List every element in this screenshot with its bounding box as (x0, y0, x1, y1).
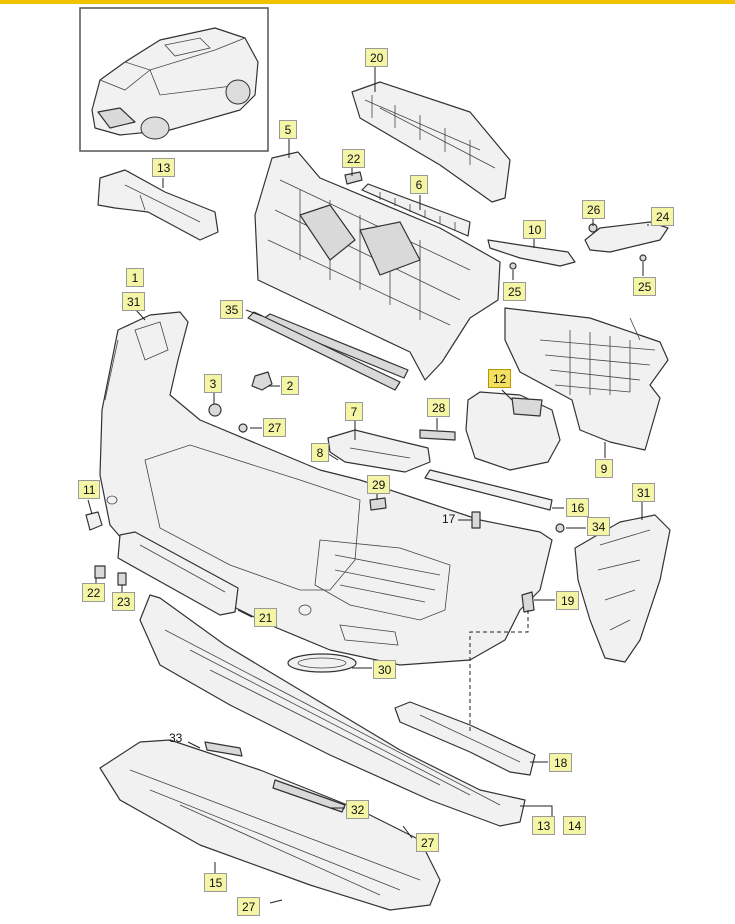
callout-13-top[interactable]: 13 (152, 158, 176, 177)
callout-18[interactable]: 18 (549, 753, 573, 772)
callout-19[interactable]: 19 (556, 591, 580, 610)
callout-15[interactable]: 15 (204, 873, 228, 892)
callout-1[interactable]: 1 (126, 268, 144, 287)
callout-7[interactable]: 7 (345, 402, 363, 421)
callout-5[interactable]: 5 (279, 120, 297, 139)
callout-22-bottom[interactable]: 22 (82, 583, 106, 602)
callout-29[interactable]: 29 (367, 475, 391, 494)
callout-6[interactable]: 6 (410, 175, 428, 194)
callout-28[interactable]: 28 (427, 398, 451, 417)
callout-3[interactable]: 3 (204, 374, 222, 393)
part-9-shape (504, 307, 669, 451)
callout-11[interactable]: 11 (78, 480, 101, 499)
callout-35[interactable]: 35 (220, 300, 244, 319)
part-13-14-undertray-shape (139, 594, 526, 827)
callout-25-right[interactable]: 25 (633, 277, 657, 296)
callout-12-highlighted[interactable]: 12 (488, 369, 512, 388)
label-17[interactable]: 17 (442, 512, 456, 526)
callout-25-left[interactable]: 25 (503, 282, 527, 301)
callout-32[interactable]: 32 (346, 800, 370, 819)
callout-30[interactable]: 30 (373, 660, 397, 679)
callout-31-right[interactable]: 31 (632, 483, 656, 502)
callout-26[interactable]: 26 (582, 200, 606, 219)
callout-14[interactable]: 14 (563, 816, 587, 835)
callout-27-bottom[interactable]: 27 (237, 897, 261, 916)
callout-9[interactable]: 9 (595, 459, 613, 478)
leader-lines (87, 67, 649, 904)
callout-22-top[interactable]: 22 (342, 149, 366, 168)
callout-13-bottom[interactable]: 13 (532, 816, 556, 835)
callout-27-middle[interactable]: 27 (416, 833, 440, 852)
callout-24[interactable]: 24 (651, 207, 675, 226)
vehicle-thumbnail (79, 7, 269, 152)
top-accent-bar (0, 0, 735, 4)
callout-2[interactable]: 2 (281, 376, 299, 395)
callout-34[interactable]: 34 (587, 517, 611, 536)
part-20-shape (351, 81, 511, 203)
callout-16[interactable]: 16 (566, 498, 590, 517)
callout-20[interactable]: 20 (365, 48, 389, 67)
callout-21[interactable]: 21 (254, 608, 278, 627)
callout-27-upper[interactable]: 27 (263, 418, 287, 437)
part-31-shape (574, 514, 671, 663)
callout-8[interactable]: 8 (311, 443, 329, 462)
callout-23[interactable]: 23 (112, 592, 136, 611)
callout-10[interactable]: 10 (523, 220, 547, 239)
part-15-shield-shape (99, 739, 441, 911)
callout-31-left[interactable]: 31 (122, 292, 146, 311)
label-33[interactable]: 33 (169, 731, 183, 745)
